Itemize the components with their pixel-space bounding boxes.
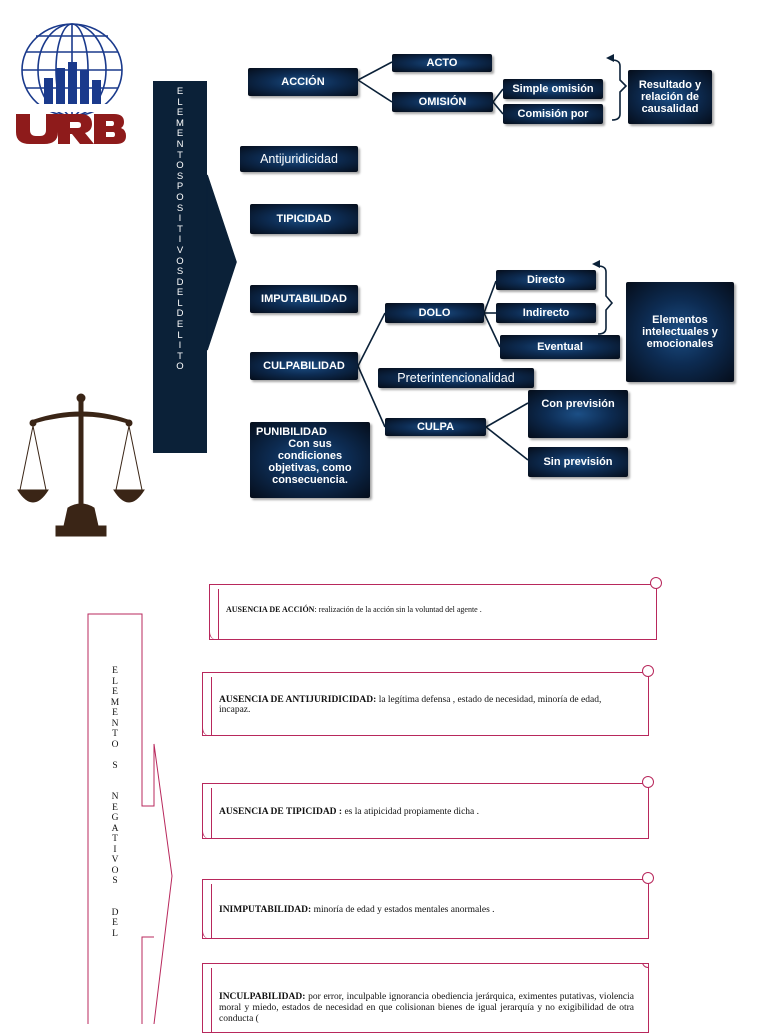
comision-por-box: Comisión por xyxy=(503,104,603,124)
scale-of-justice-icon xyxy=(16,390,146,550)
culpa-box: CULPA xyxy=(385,418,486,436)
omision-box: OMISIÓN xyxy=(392,92,493,112)
neg-text: la legítima defensa , estado de necesida… xyxy=(219,695,602,715)
resultado-causalidad-box: Resultado y relación de causalidad xyxy=(628,70,712,124)
inimputabilidad-scroll: INIMPUTABILIDAD: minoría de edad y estad… xyxy=(202,872,654,939)
globe-icon xyxy=(16,23,128,144)
preterintencionalidad-box: Preterintencionalidad xyxy=(378,368,534,388)
eventual-box: Eventual xyxy=(500,335,620,359)
neg-text: es la atipicidad propiamente dicha . xyxy=(342,807,479,817)
sin-prevision-box: Sin previsión xyxy=(528,447,628,477)
punibilidad-text: Con sus condiciones objetivas, como cons… xyxy=(268,438,352,486)
directo-box: Directo xyxy=(496,270,596,290)
elementos-intelectuales-box: Elementos intelectuales y emocionales xyxy=(626,282,734,382)
accion-box: ACCIÓN xyxy=(248,68,358,96)
neg-title: AUSENCIA DE ANTIJURIDICIDAD: xyxy=(219,695,377,705)
con-prevision-box: Con previsión xyxy=(528,390,628,438)
indirecto-box: Indirecto xyxy=(496,303,596,323)
neg-text: minoría de edad y estados mentales anorm… xyxy=(311,905,495,915)
imputabilidad-box: IMPUTABILIDAD xyxy=(250,285,358,313)
culpabilidad-box: CULPABILIDAD xyxy=(250,352,358,380)
inculpabilidad-scroll: INCULPABILIDAD: por error, inculpable ig… xyxy=(202,963,649,1033)
neg-text: por error, inculpable ignorancia obedien… xyxy=(219,992,634,1024)
neg-title: INCULPABILIDAD: xyxy=(219,992,306,1002)
dolo-box: DOLO xyxy=(385,303,484,323)
ausencia-antijuridicidad-scroll: AUSENCIA DE ANTIJURIDICIDAD: la legítima… xyxy=(202,665,654,736)
ausencia-accion-scroll: AUSENCIA DE ACCIÓN: realización de la ac… xyxy=(209,577,662,640)
tipicidad-box: TIPICIDAD xyxy=(250,204,358,234)
punibilidad-box: PUNIBILIDAD Con sus condiciones objetiva… xyxy=(250,422,370,498)
urbe-logo xyxy=(14,18,132,148)
simple-omision-box: Simple omisión xyxy=(503,79,603,99)
acto-box: ACTO xyxy=(392,54,492,72)
neg-title: AUSENCIA DE TIPICIDAD : xyxy=(219,807,343,817)
punibilidad-title: PUNIBILIDAD xyxy=(256,426,327,438)
ausencia-tipicidad-scroll: AUSENCIA DE TIPICIDAD : es la atipicidad… xyxy=(202,776,654,839)
neg-title: AUSENCIA DE ACCIÓN xyxy=(226,605,315,614)
neg-title: INIMPUTABILIDAD: xyxy=(219,905,312,915)
connector-lines xyxy=(206,54,628,461)
antijuridicidad-box: Antijuridicidad xyxy=(240,146,358,172)
neg-text: : realización de la acción sin la volunt… xyxy=(314,605,482,614)
